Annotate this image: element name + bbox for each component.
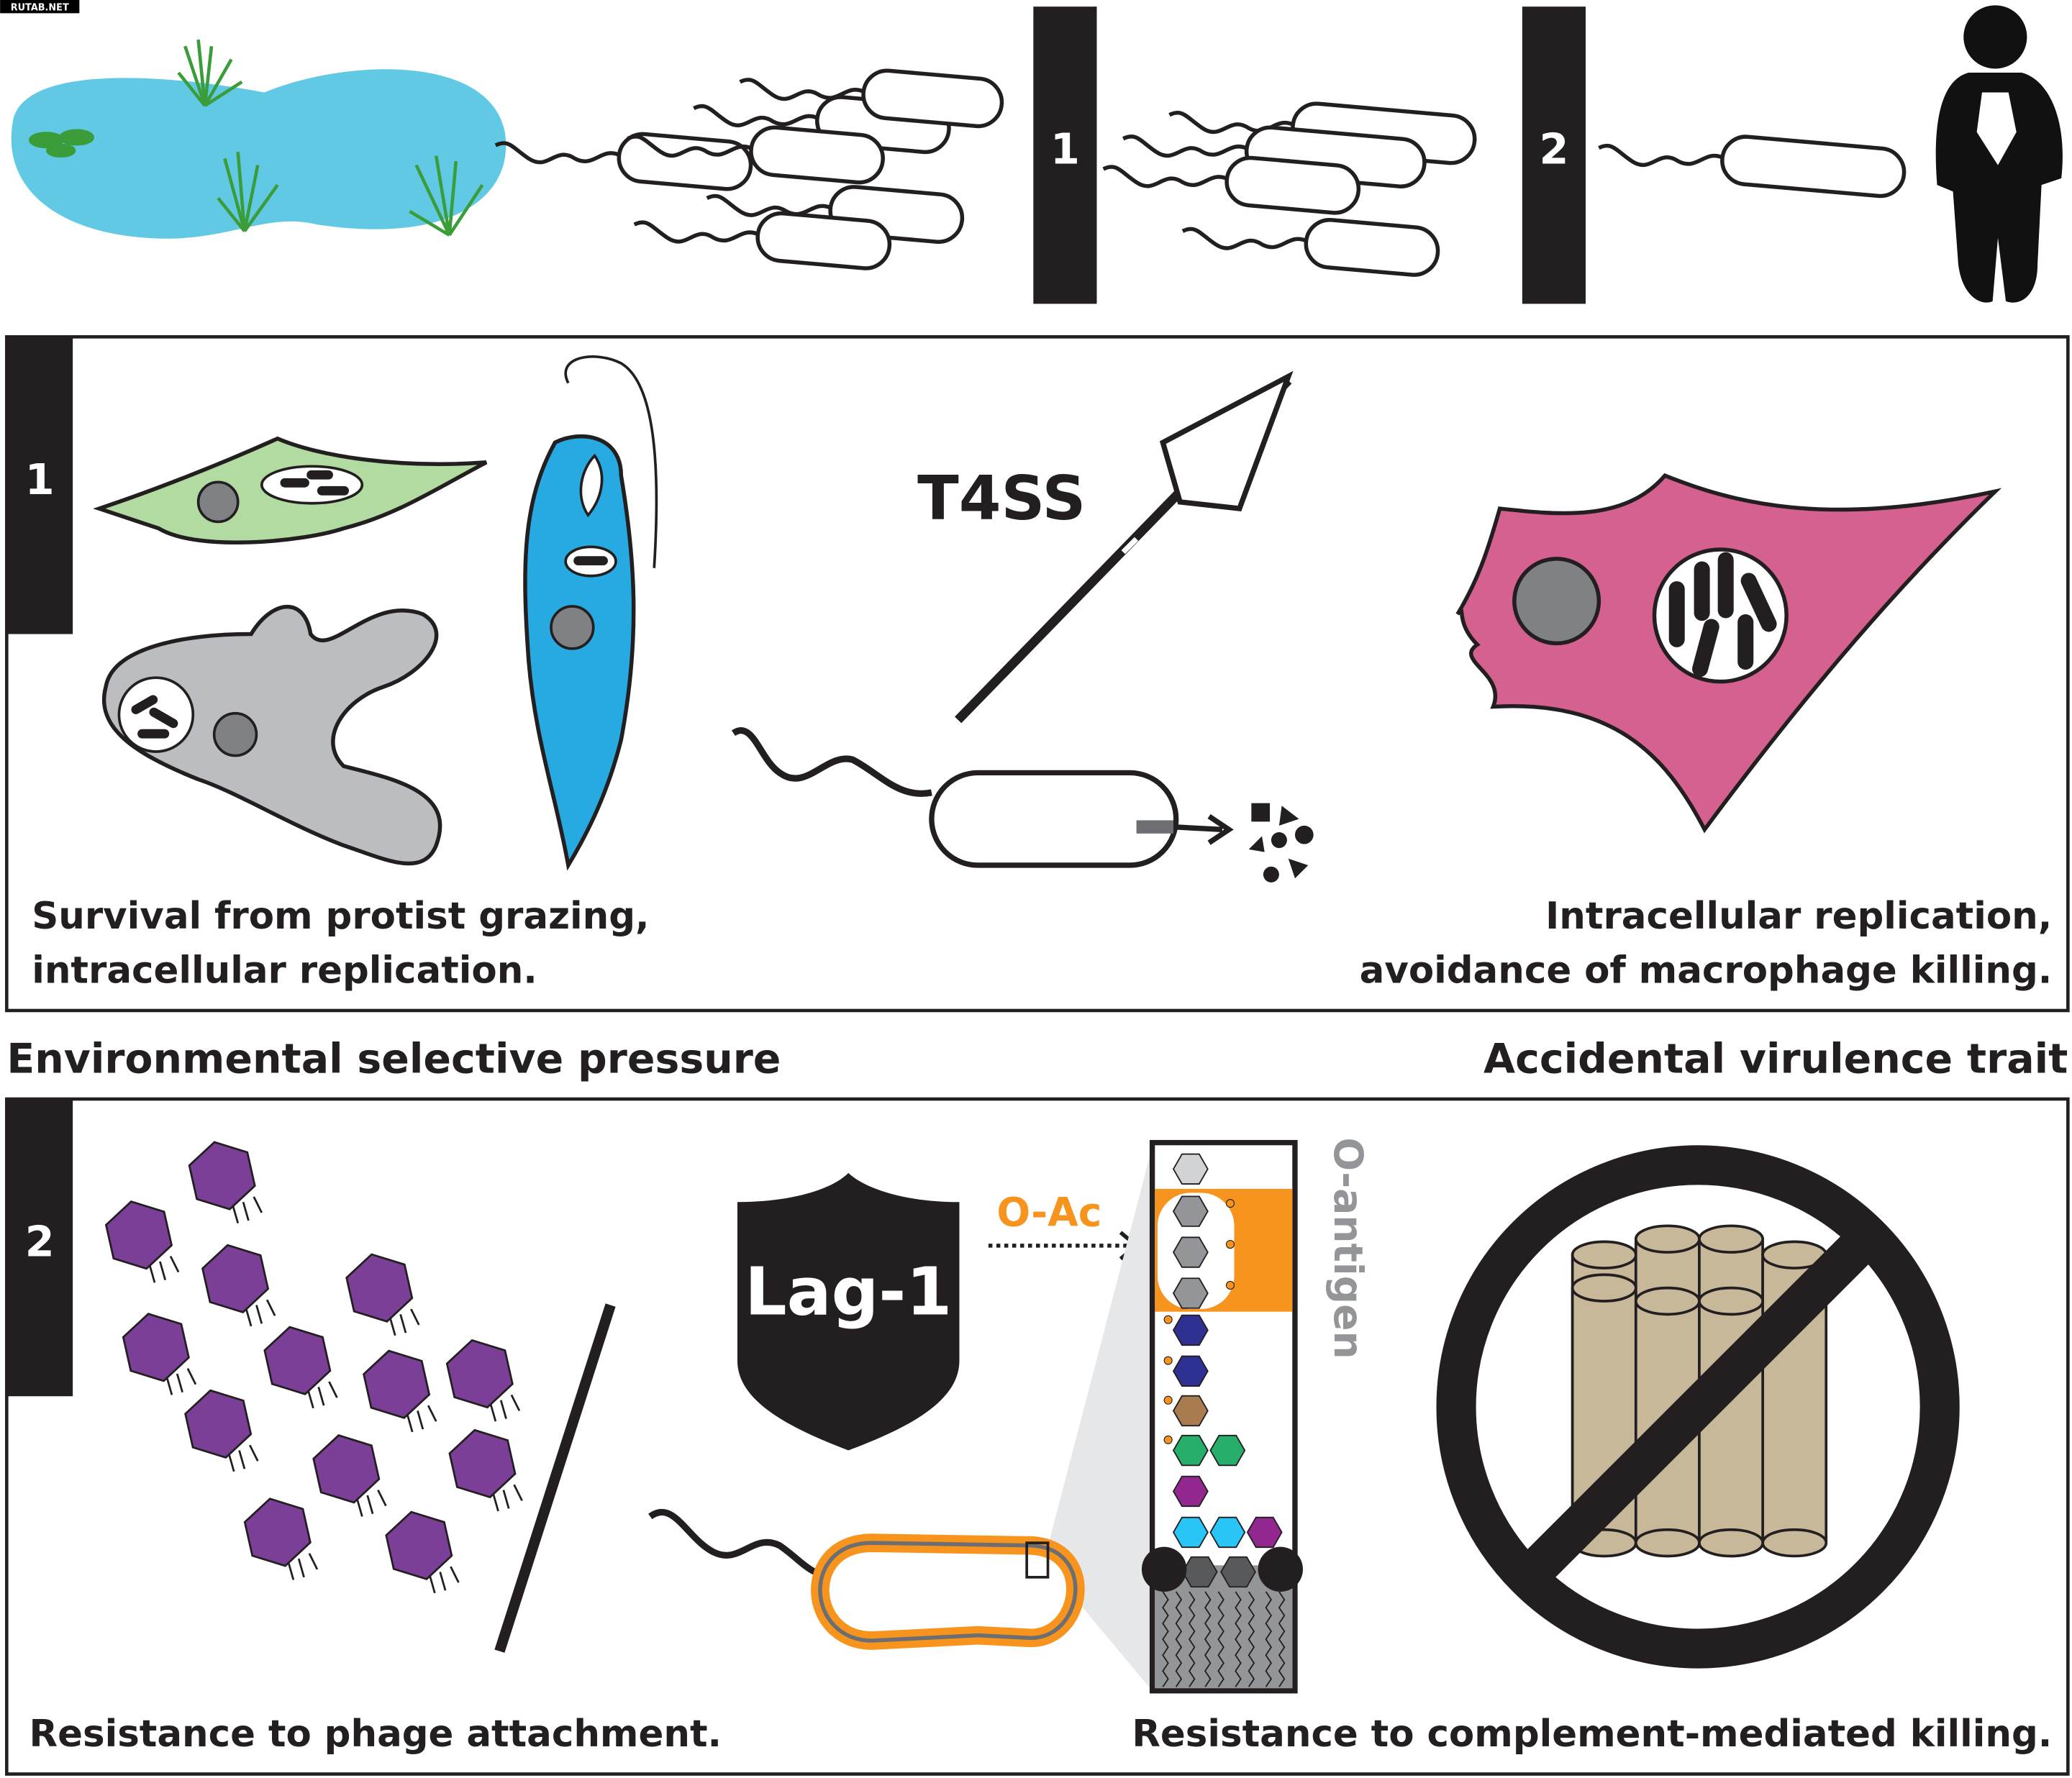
- phage-icon: [312, 1434, 387, 1517]
- panel-2: [5, 1097, 2070, 1776]
- divider-slash: [494, 1303, 616, 1653]
- phosphate-group: [1163, 1315, 1173, 1324]
- panel-1-tab: [6, 337, 73, 634]
- sugar-hexagon: [1220, 1556, 1256, 1588]
- panel-2-tab: [6, 1099, 73, 1397]
- phosphate-group: [1163, 1395, 1173, 1405]
- bacteria-cluster: [494, 68, 1907, 277]
- o-ac-label: O-Ac: [996, 1189, 1101, 1235]
- sugar-hexagon: [1172, 1395, 1209, 1427]
- phage-icon: [122, 1313, 197, 1395]
- spear-icon: [955, 370, 1294, 724]
- panel-2-caption-left: Resistance to phage attachment.: [29, 1713, 722, 1756]
- lipid-chain: [1217, 1591, 1224, 1687]
- lipid-chain: [1204, 1591, 1212, 1687]
- phage-icon: [345, 1253, 420, 1336]
- phage-icon: [201, 1244, 276, 1327]
- phage-icon: [448, 1428, 523, 1512]
- bacterium: [494, 132, 753, 191]
- sugar-hexagon: [1172, 1314, 1209, 1346]
- human-silhouette-icon: [1935, 5, 2063, 303]
- bacterium: [627, 125, 885, 185]
- no-complement-icon: [1436, 1145, 1960, 1669]
- phage-icon: [385, 1510, 460, 1594]
- o-acetyl-group: [1225, 1280, 1235, 1290]
- sugar-hexagon: [1172, 1153, 1209, 1185]
- watermark: RUTAB.NET: [11, 3, 69, 14]
- environmental-selective-pressure-heading: Environmental selective pressure: [6, 1035, 781, 1082]
- lipid-chain: [1162, 1591, 1169, 1687]
- sugar-hexagon: [1172, 1355, 1209, 1387]
- phage-icon: [188, 1141, 263, 1224]
- phage-icon: [363, 1349, 437, 1433]
- effector-particles: [1248, 803, 1314, 883]
- step-bar-2: [1522, 6, 1586, 304]
- lps-zoom-box: [1141, 1139, 1303, 1694]
- lipid-chain: [1175, 1591, 1183, 1687]
- panel-1-caption-left-line1: Survival from protist grazing,: [32, 895, 649, 938]
- sugar-hexagon: [1246, 1516, 1283, 1549]
- panel-1-caption-right-line1: Intracellular replication,: [1545, 895, 2052, 938]
- sugar-hexagon: [1172, 1195, 1209, 1227]
- step-number-1: 1: [1050, 124, 1080, 174]
- panel-1: [5, 335, 2070, 1013]
- sugar-hexagon: [1209, 1516, 1246, 1549]
- lipid-chain: [1278, 1591, 1286, 1687]
- sugar-hexagon: [1172, 1236, 1209, 1268]
- paramecium: [523, 355, 658, 871]
- step-number-2: 2: [1539, 124, 1568, 174]
- bacterium: [633, 211, 892, 270]
- sugar-hexagon: [1172, 1434, 1209, 1467]
- macrophage: [1455, 473, 2002, 834]
- panel-2-caption-right: Resistance to complement-mediated killin…: [1132, 1713, 2052, 1756]
- step-bar-1: [1033, 6, 1097, 304]
- green-protist: [93, 436, 488, 545]
- sugar-hexagon: [1209, 1434, 1246, 1467]
- grass-icon: [29, 39, 484, 237]
- phage-group: [104, 1141, 523, 1594]
- dotted-arrow-icon: [988, 1231, 1140, 1261]
- sugar-hexagon: [1172, 1277, 1209, 1309]
- watermark-bg: [0, 0, 80, 14]
- o-acetyl-group: [1225, 1239, 1235, 1249]
- accidental-virulence-trait-heading: Accidental virulence trait: [1483, 1035, 2068, 1082]
- panel-2-tab-number: 2: [25, 1217, 55, 1267]
- o-acetyl-group: [1225, 1199, 1235, 1208]
- o-antigen-label: O-antigen: [1325, 1137, 1371, 1359]
- sugar-hexagon: [1172, 1516, 1209, 1549]
- pond: [11, 39, 506, 239]
- lipid-chain: [1188, 1591, 1196, 1687]
- lag1-shield: Lag-1: [737, 1172, 960, 1451]
- lag1-bacterium: [648, 1508, 1085, 1650]
- panel-1-caption-left-line2: intracellular replication.: [32, 949, 537, 992]
- lipid-chain: [1248, 1591, 1255, 1687]
- bacterium: [1598, 135, 1907, 199]
- lag1-label: Lag-1: [745, 1253, 952, 1330]
- bacterium: [1102, 155, 1361, 215]
- bacterium: [1181, 218, 1440, 277]
- amoeba: [101, 604, 442, 866]
- phage-icon: [445, 1339, 521, 1422]
- bacterium: [739, 68, 1004, 129]
- secreting-bacterium: [731, 727, 1314, 883]
- phosphate-group: [1163, 1356, 1173, 1365]
- phage-icon: [184, 1389, 259, 1472]
- t4ss-label: T4SS: [917, 463, 1086, 534]
- panel-1-tab-number: 1: [25, 455, 55, 504]
- sugar-hexagon: [1172, 1475, 1209, 1508]
- panel-1-caption-right-line2: avoidance of macrophage killing.: [1360, 949, 2053, 992]
- phosphate-group: [1163, 1435, 1173, 1444]
- lipid-chain: [1235, 1591, 1242, 1687]
- lipid-chain: [1265, 1591, 1273, 1687]
- phage-icon: [263, 1326, 338, 1409]
- phage-icon: [104, 1200, 180, 1283]
- phage-icon: [243, 1497, 319, 1580]
